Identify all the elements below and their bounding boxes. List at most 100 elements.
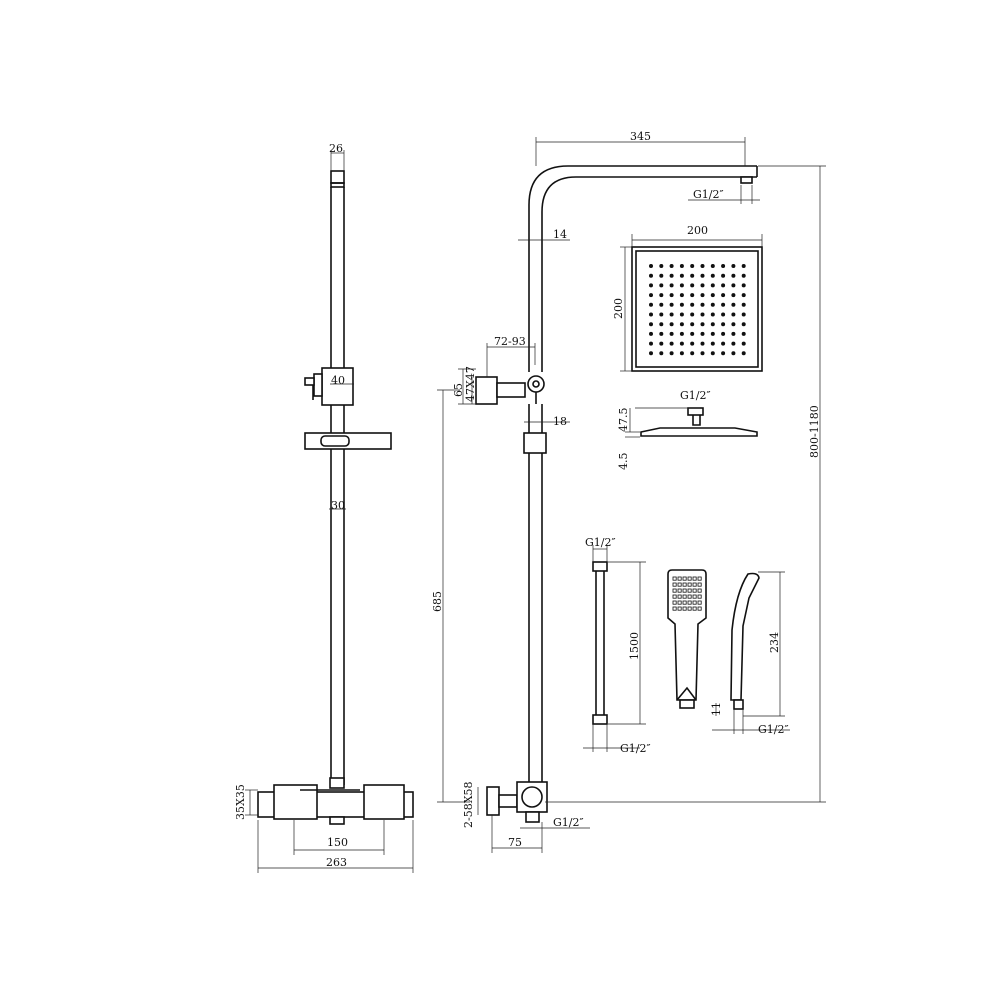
dim-handset-connector: 11 bbox=[710, 702, 723, 716]
nozzle-dot bbox=[649, 312, 653, 317]
handset-nozzle bbox=[677, 588, 682, 593]
nozzle-dot bbox=[700, 283, 705, 288]
handset-nozzle bbox=[672, 582, 677, 587]
handset-nozzle bbox=[692, 582, 697, 587]
front-view-drawing bbox=[245, 150, 414, 873]
nozzle-dot bbox=[731, 302, 736, 307]
nozzle-dot bbox=[741, 312, 746, 317]
nozzle-dot bbox=[710, 341, 715, 346]
nozzle-dot bbox=[721, 351, 726, 356]
nozzle-dot bbox=[690, 312, 695, 317]
dim-head-height: 200 bbox=[612, 298, 625, 319]
nozzle-dot bbox=[710, 283, 715, 288]
nozzle-dot bbox=[741, 283, 746, 288]
nozzle-dot bbox=[700, 351, 705, 356]
nozzle-dot bbox=[721, 273, 726, 278]
dim-valve-body-height: 35X35 bbox=[234, 784, 247, 820]
nozzle-dot bbox=[690, 322, 695, 327]
handset-nozzle bbox=[692, 600, 697, 605]
nozzle-dot bbox=[690, 283, 695, 288]
handset-side bbox=[712, 571, 790, 734]
dim-inlet-plate: 2-58X58 bbox=[462, 781, 475, 828]
nozzle-dot bbox=[649, 273, 653, 278]
handset-nozzle bbox=[682, 582, 687, 587]
handset-nozzle bbox=[687, 600, 692, 605]
nozzle-dot bbox=[679, 283, 684, 288]
nozzle-dot bbox=[649, 264, 653, 268]
handset-nozzle bbox=[697, 582, 702, 587]
nozzle-dot bbox=[700, 264, 705, 268]
dim-rail-height: 685 bbox=[431, 591, 444, 612]
handset-nozzle bbox=[682, 594, 687, 599]
dim-head-profile-height: 47.5 bbox=[617, 408, 630, 433]
handset-nozzle bbox=[687, 582, 692, 587]
dim-bracket-plate-size: 47X47 bbox=[464, 366, 477, 402]
nozzle-dot bbox=[690, 264, 695, 268]
nozzle-dot bbox=[741, 302, 746, 307]
handset-nozzle bbox=[697, 588, 702, 593]
nozzle-dot bbox=[731, 264, 736, 268]
dim-pipe-diameter: 14 bbox=[553, 228, 567, 241]
nozzle-dot bbox=[700, 273, 705, 278]
nozzle-dot bbox=[649, 341, 653, 346]
handset-nozzle bbox=[682, 588, 687, 593]
nozzle-dot bbox=[659, 341, 664, 346]
nozzle-dot bbox=[669, 283, 674, 288]
nozzle-dot bbox=[731, 322, 736, 327]
nozzle-dot bbox=[659, 322, 664, 327]
nozzle-dot bbox=[690, 341, 695, 346]
nozzle-dot bbox=[721, 283, 726, 288]
nozzle-dot bbox=[721, 293, 726, 298]
handset-nozzle bbox=[682, 576, 687, 581]
nozzle-dot bbox=[679, 331, 684, 336]
nozzle-dot bbox=[669, 302, 674, 307]
dim-arm-length: 345 bbox=[630, 130, 651, 143]
handset-front bbox=[667, 569, 707, 709]
handset-nozzle bbox=[682, 600, 687, 605]
dim-inlet-depth: 75 bbox=[508, 836, 522, 849]
handset-nozzle bbox=[677, 600, 682, 605]
handset-nozzle bbox=[672, 594, 677, 599]
nozzle-dot bbox=[649, 331, 653, 336]
nozzle-dot bbox=[659, 293, 664, 298]
nozzle-dot bbox=[731, 273, 736, 278]
dim-bracket-plate-height: 65 bbox=[452, 383, 465, 397]
handset-nozzle bbox=[697, 594, 702, 599]
nozzle-dot bbox=[741, 264, 746, 268]
dim-front-rail-width: 30 bbox=[331, 499, 345, 512]
nozzle-dot bbox=[669, 273, 674, 278]
dim-valve-centres: 150 bbox=[327, 836, 348, 849]
nozzle-dot bbox=[741, 273, 746, 278]
handset-nozzle bbox=[692, 594, 697, 599]
nozzle-dot bbox=[721, 341, 726, 346]
handset-nozzle bbox=[692, 576, 697, 581]
dim-hose-top-thread: G1/2″ bbox=[585, 536, 616, 549]
nozzle-dot bbox=[731, 351, 736, 356]
handset-nozzle bbox=[677, 582, 682, 587]
nozzle-dot bbox=[659, 351, 664, 356]
nozzle-dot bbox=[669, 322, 674, 327]
dim-hose-bottom-thread: G1/2″ bbox=[620, 742, 651, 755]
nozzle-dot bbox=[741, 351, 746, 356]
nozzle-dot bbox=[679, 302, 684, 307]
nozzle-dot bbox=[669, 341, 674, 346]
nozzle-dot bbox=[690, 331, 695, 336]
handset-nozzle bbox=[692, 606, 697, 611]
nozzle-dot bbox=[690, 273, 695, 278]
dim-inlet-thread: G1/2″ bbox=[553, 816, 584, 829]
nozzle-dot bbox=[731, 312, 736, 317]
nozzle-dot bbox=[679, 312, 684, 317]
nozzle-dot bbox=[710, 302, 715, 307]
handset-nozzle bbox=[687, 606, 692, 611]
dim-handset-thread: G1/2″ bbox=[758, 723, 789, 736]
nozzle-dot bbox=[710, 312, 715, 317]
nozzle-dot bbox=[679, 264, 684, 268]
nozzle-dot bbox=[649, 302, 653, 307]
nozzle-dot bbox=[659, 283, 664, 288]
handset-nozzle bbox=[687, 576, 692, 581]
nozzle-dot bbox=[659, 264, 664, 268]
nozzle-dot bbox=[659, 273, 664, 278]
nozzle-dot bbox=[710, 331, 715, 336]
nozzle-dot bbox=[649, 322, 653, 327]
